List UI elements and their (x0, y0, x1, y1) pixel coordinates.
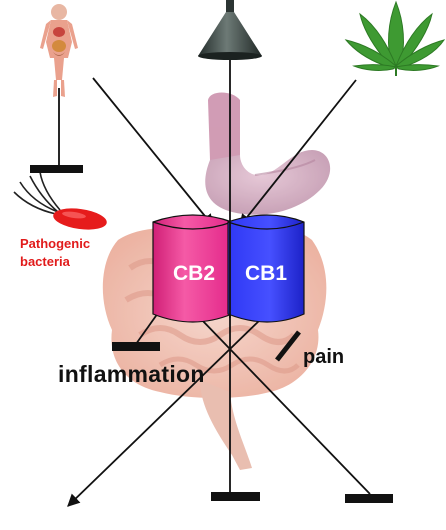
cannabis-leaf-icon (344, 0, 446, 76)
cb1-label: CB1 (244, 262, 287, 285)
pathogenic-label-line2: bacteria (20, 254, 70, 269)
pathway-lines (58, 60, 371, 507)
pathogenic-label-line1: Pathogenic (20, 236, 91, 251)
body-to-cb2-arrow (92, 77, 214, 227)
cb2-label: CB2 (172, 262, 215, 285)
cannabis-to-cb1-arrow (239, 79, 357, 227)
pain-inhibition-bar (275, 330, 301, 362)
cb2-to-inflammation-line (135, 312, 159, 345)
pathogenic-bacteria-label: Pathogenic bacteria (20, 235, 90, 271)
bacteria-inhibition-bar (30, 165, 83, 173)
receptor-down-right-line (199, 317, 371, 495)
inflammation-inhibition-bar (112, 342, 160, 351)
pain-label: pain (303, 346, 345, 368)
cb1-receptor (227, 214, 305, 323)
inhibition-bars (30, 165, 393, 503)
lamp-icon (198, 0, 262, 60)
bottom-right-bar (345, 494, 393, 503)
bottom-center-bar (211, 492, 260, 501)
inflammation-label: inflammation (58, 361, 205, 387)
bacteria-icon (13, 171, 107, 230)
human-body-icon (40, 4, 78, 97)
